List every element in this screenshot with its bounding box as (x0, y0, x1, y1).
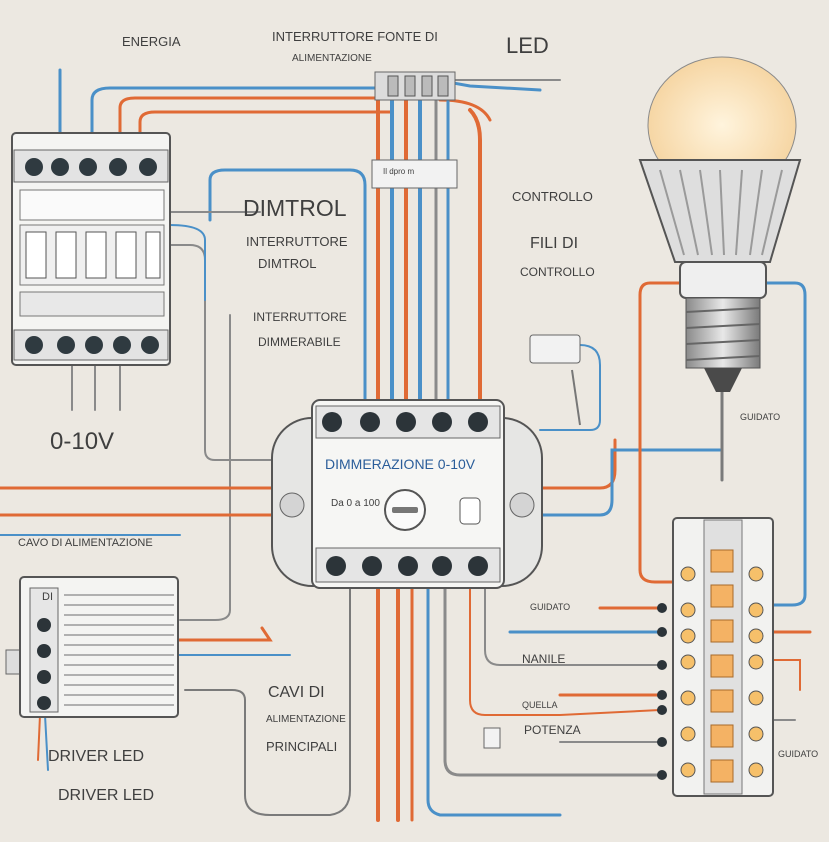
label-interruttore-dimtrol: INTERRUTTORE (246, 234, 348, 249)
label-da-0-a-100: Da 0 a 100 (331, 498, 380, 509)
led-bulb-icon (638, 56, 802, 392)
wire-strip-right-2 (771, 659, 801, 691)
label-dimtrol-2: DIMTROL (258, 256, 317, 271)
wire-blue-breaker-long (169, 224, 206, 301)
label-dimtrol: DIMTROL (243, 195, 347, 221)
wire-gray-breaker-mid (169, 244, 291, 461)
wire-below-6 (443, 583, 662, 777)
label-principali: PRINCIPALI (266, 739, 338, 754)
label-alimentazione: ALIMENTAZIONE (266, 714, 346, 725)
label-cavo-alimentazione: CAVO DI ALIMENTAZIONE (18, 537, 153, 549)
wire-driver-bottom-orange (37, 714, 41, 761)
wire-driver-orange (176, 626, 273, 642)
wire-gray-to-driver (179, 314, 231, 621)
control-switch-icon (483, 334, 581, 749)
label-energia: ENERGIA (122, 34, 181, 49)
wire-below-7 (469, 584, 661, 716)
wires (0, 68, 812, 822)
label-alimentazione-top: ALIMENTAZIONE (292, 53, 372, 64)
label-driver-led-2: DRIVER LED (58, 787, 155, 804)
label-controllo: CONTROLLO (512, 189, 593, 204)
label-interruttore-dimmerabile: INTERRUTTORE (253, 310, 347, 324)
label-potenza: POTENZA (524, 723, 581, 737)
label-interruttore-fonte: INTERRUTTORE FONTE DI (272, 29, 438, 44)
label-quella: QUELLA (522, 700, 558, 710)
wire-orange-bulb (638, 281, 682, 584)
led-driver-icon (5, 576, 179, 718)
label-guidato-3: GUIDATO (778, 749, 819, 759)
wire-blue-dimtrol (208, 168, 367, 402)
label-driver-di: DI (42, 591, 53, 603)
wire-orange-breaker-to-block (118, 96, 387, 162)
wire-driver-bottom-blue (44, 714, 49, 771)
wire-blue-breaker-to-block (90, 86, 382, 162)
wire-blue-dimmer-right (533, 448, 722, 517)
breaker-panel-icon (11, 132, 171, 366)
wire-orange-breaker-to-block-2 (138, 110, 392, 162)
wire-orange-dimmer-right-1 (533, 438, 617, 490)
dimmer-module-icon (271, 399, 543, 589)
wire-blue-bulb (763, 281, 807, 607)
label-0-10v: 0-10V (50, 428, 115, 455)
top-connector-block (371, 71, 458, 189)
label-guidato-1: GUIDATO (740, 412, 781, 422)
wire-below-8 (484, 584, 661, 666)
label-dimmerazione: DIMMERAZIONE 0-10V (325, 456, 476, 472)
wire-below-4 (426, 583, 562, 817)
label-guidato-2: GUIDATO (530, 602, 571, 612)
wire-bundle-7 (468, 108, 482, 402)
label-cavi-di: CAVI DI (268, 684, 325, 701)
label-controllo-2: CONTROLLO (520, 265, 595, 279)
led-strip-icon (657, 517, 774, 797)
label-dimmerabile: DIMMERABILE (258, 335, 341, 349)
label-connector-text: Il dpro m (383, 167, 415, 176)
label-led: LED (506, 33, 549, 58)
label-fili-di: FILI DI (530, 235, 579, 252)
wire-blue-control (539, 344, 601, 431)
label-driver-led-1: DRIVER LED (48, 748, 145, 765)
label-nanile: NANILE (522, 652, 566, 666)
wire-below-5 (184, 584, 351, 816)
